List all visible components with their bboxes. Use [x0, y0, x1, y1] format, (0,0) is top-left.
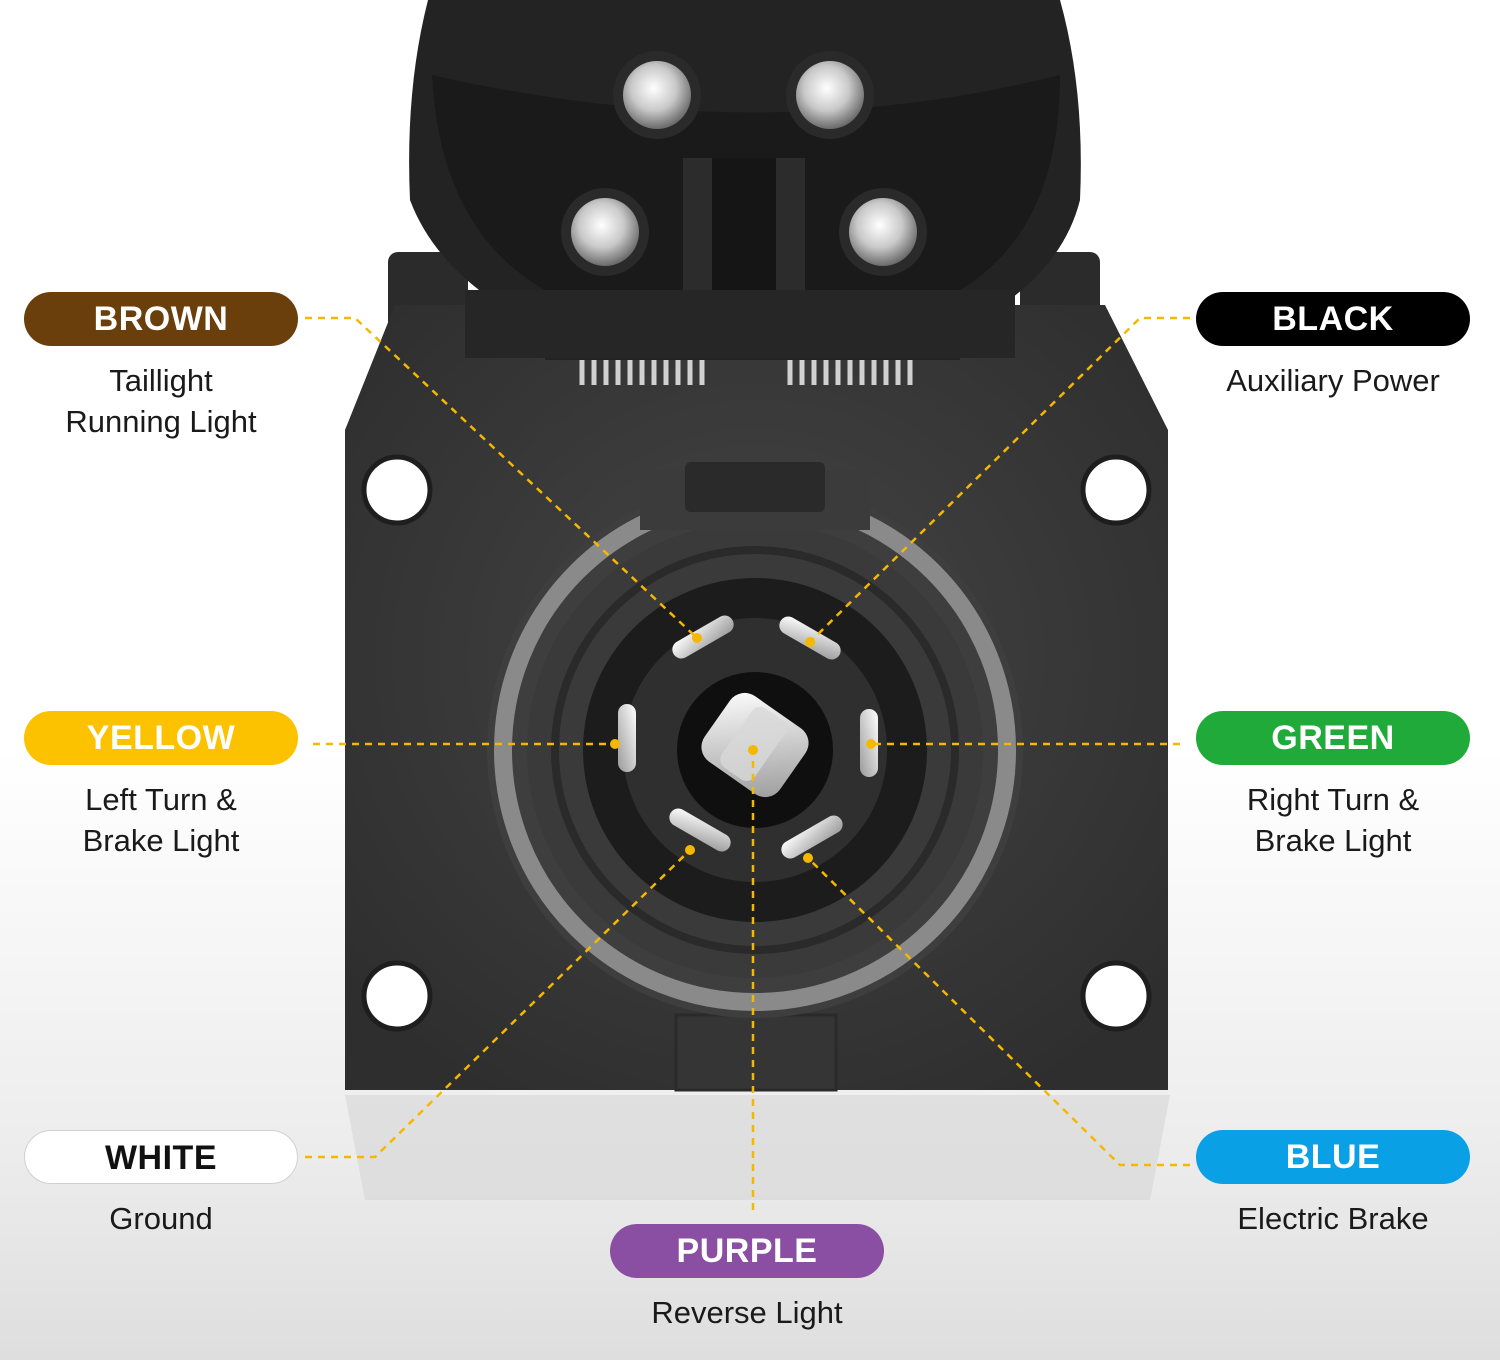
badge-brown: BROWN: [24, 292, 298, 346]
badge-blue: BLUE: [1196, 1130, 1470, 1184]
leader-endpoints: [610, 633, 876, 863]
desc-brown: Taillight Running Light: [24, 360, 298, 442]
leader-line-black: [809, 316, 1190, 643]
socket-pin-white: [669, 808, 731, 852]
label-green: GREEN Right Turn & Brake Light: [1196, 711, 1470, 861]
badge-purple: PURPLE: [610, 1224, 884, 1278]
desc-brown-line-1: Taillight: [109, 363, 213, 398]
label-purple: PURPLE Reverse Light: [610, 1224, 884, 1333]
socket-inner-ring: [551, 546, 959, 954]
desc-green-line-2: Brake Light: [1254, 823, 1412, 858]
hinge-spring-left: [579, 358, 705, 385]
desc-yellow-line-1: Left Turn &: [85, 782, 237, 817]
label-brown: BROWN Taillight Running Light: [24, 292, 298, 442]
badge-yellow: YELLOW: [24, 711, 298, 765]
endpoint-blue: [803, 853, 813, 863]
mounting-hole-top-left: [361, 454, 433, 526]
leader-line-white: [305, 849, 691, 1159]
desc-blue: Electric Brake: [1196, 1198, 1470, 1239]
desc-yellow-line-2: Brake Light: [82, 823, 240, 858]
label-yellow: YELLOW Left Turn & Brake Light: [24, 711, 298, 861]
desc-white: Ground: [24, 1198, 298, 1239]
socket-pin-yellow: [618, 704, 636, 772]
desc-yellow: Left Turn & Brake Light: [24, 779, 298, 861]
socket-pin-brown: [672, 615, 734, 659]
mounting-hole-bottom-right: [1080, 960, 1152, 1032]
cap-screw-top-right: [786, 51, 874, 139]
endpoint-white: [685, 845, 695, 855]
plate-bottom-tab: [674, 1013, 838, 1092]
socket-cover-lip: [465, 290, 1015, 358]
socket-pin-blue: [781, 815, 843, 859]
cap-screw-bottom-right: [839, 188, 927, 276]
label-black: BLACK Auxiliary Power: [1196, 292, 1470, 401]
label-blue: BLUE Electric Brake: [1196, 1130, 1470, 1239]
desc-green: Right Turn & Brake Light: [1196, 779, 1470, 861]
badge-black: BLACK: [1196, 292, 1470, 346]
center-pin: [701, 692, 809, 798]
cap-screw-top-left: [613, 51, 701, 139]
desc-blue-line-1: Electric Brake: [1237, 1201, 1429, 1236]
endpoint-brown: [692, 633, 702, 643]
badge-green: GREEN: [1196, 711, 1470, 765]
hinge-spring-right: [787, 358, 913, 385]
leader-line-blue: [807, 857, 1190, 1167]
endpoint-black: [805, 637, 815, 647]
mounting-hole-bottom-left: [361, 960, 433, 1032]
leader-lines: [305, 316, 1190, 1210]
desc-brown-line-2: Running Light: [65, 404, 257, 439]
socket-key-slot: [685, 462, 825, 512]
endpoint-purple: [748, 745, 758, 755]
desc-purple-line-1: Reverse Light: [651, 1295, 843, 1330]
endpoint-green: [866, 739, 876, 749]
desc-purple: Reverse Light: [610, 1292, 884, 1333]
leader-line-brown: [305, 316, 698, 639]
desc-black: Auxiliary Power: [1196, 360, 1470, 401]
endpoint-yellow: [610, 739, 620, 749]
desc-white-line-1: Ground: [109, 1201, 213, 1236]
desc-green-line-1: Right Turn &: [1246, 782, 1420, 817]
badge-white: WHITE: [24, 1130, 298, 1184]
label-white: WHITE Ground: [24, 1130, 298, 1239]
mounting-hole-top-right: [1080, 454, 1152, 526]
desc-black-line-1: Auxiliary Power: [1226, 363, 1440, 398]
cap-screw-bottom-left: [561, 188, 649, 276]
plate-reflection: [345, 1095, 1170, 1200]
